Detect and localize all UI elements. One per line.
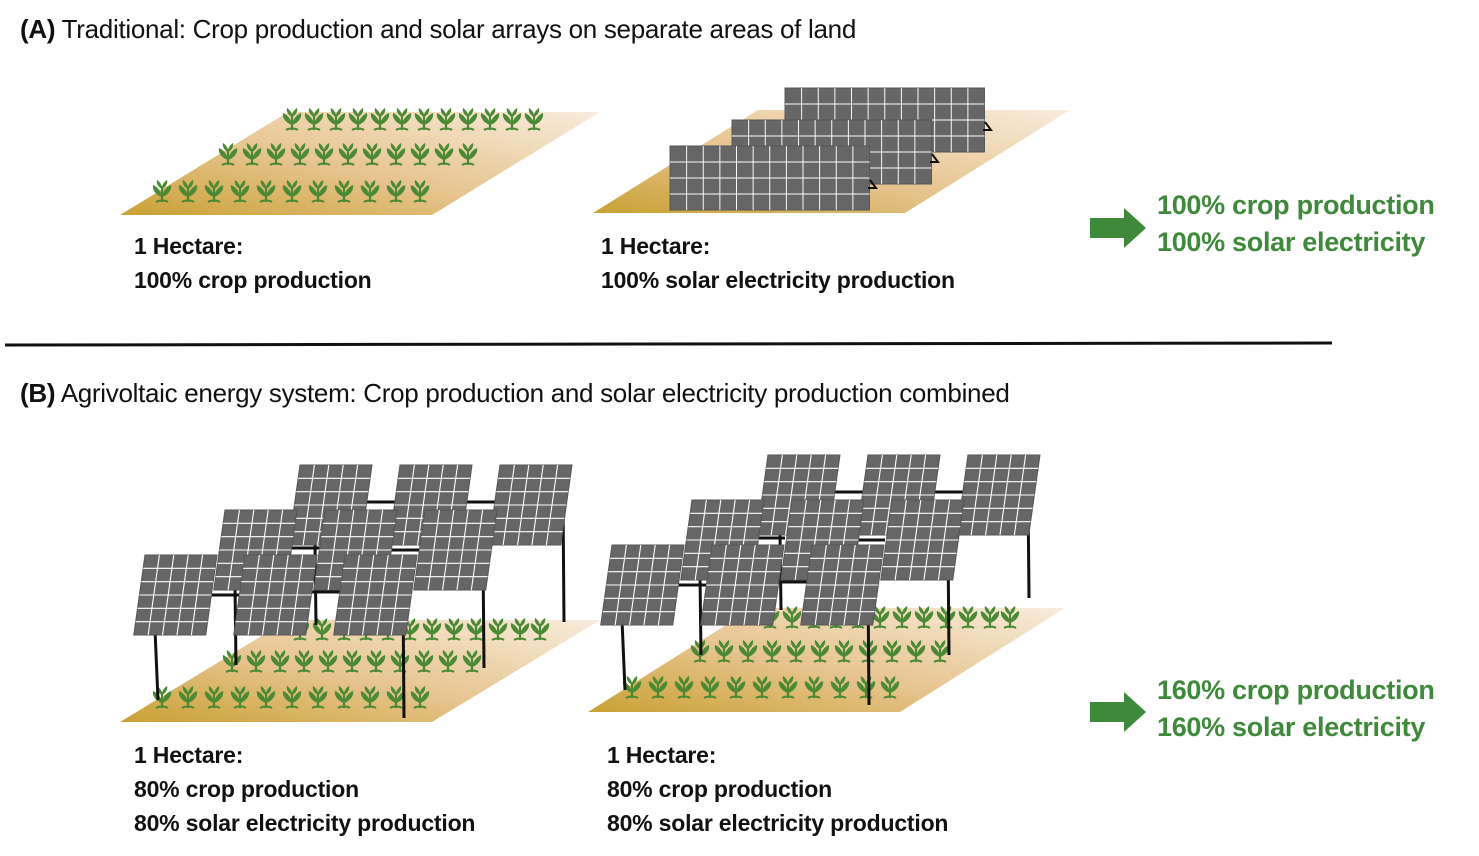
crop-production-value: 80% crop production — [134, 776, 359, 802]
agrivoltaic-field-icon — [120, 464, 600, 722]
solar-field-icon — [593, 87, 1070, 213]
crop-production-value: 80% crop production — [607, 776, 832, 802]
section-b-result: 160% crop production 160% solar electric… — [1157, 672, 1435, 746]
section-a-title-text: Traditional: Crop production and solar a… — [61, 14, 857, 44]
solar-production-value: 80% solar electricity production — [607, 810, 949, 836]
agrivoltaic-field-icon — [588, 454, 1065, 712]
result-solar: 160% solar electricity — [1157, 712, 1426, 742]
section-divider — [4, 341, 1333, 347]
result-crop: 100% crop production — [1157, 190, 1435, 220]
hectare-label: 1 Hectare: — [601, 233, 711, 259]
agrivoltaic-left-label: 1 Hectare: 80% crop production 80% solar… — [134, 738, 475, 840]
solar-production-value: 80% solar electricity production — [134, 810, 476, 836]
crop-production-value: 100% crop production — [134, 267, 372, 293]
hectare-label: 1 Hectare: — [134, 233, 244, 259]
agrivoltaic-right-label: 1 Hectare: 80% crop production 80% solar… — [607, 738, 948, 840]
crop-field-icon — [120, 106, 600, 215]
solar-production-value: 100% solar electricity production — [601, 267, 955, 293]
section-b-tag: (B) — [20, 378, 56, 408]
arrow-right-icon — [1090, 208, 1146, 248]
section-a-title: (A) Traditional: Crop production and sol… — [20, 14, 856, 45]
arrow-right-icon — [1090, 692, 1146, 732]
section-a-result: 100% crop production 100% solar electric… — [1157, 187, 1435, 261]
hectare-label: 1 Hectare: — [607, 742, 717, 768]
crop-field-label: 1 Hectare: 100% crop production — [134, 229, 372, 297]
section-a-tag: (A) — [20, 14, 56, 44]
result-crop: 160% crop production — [1157, 675, 1435, 705]
section-b-title-text: Agrivoltaic energy system: Crop producti… — [60, 378, 1010, 408]
result-solar: 100% solar electricity — [1157, 227, 1426, 257]
hectare-label: 1 Hectare: — [134, 742, 244, 768]
solar-field-label: 1 Hectare: 100% solar electricity produc… — [601, 229, 955, 297]
section-b-title: (B) Agrivoltaic energy system: Crop prod… — [20, 378, 1010, 409]
